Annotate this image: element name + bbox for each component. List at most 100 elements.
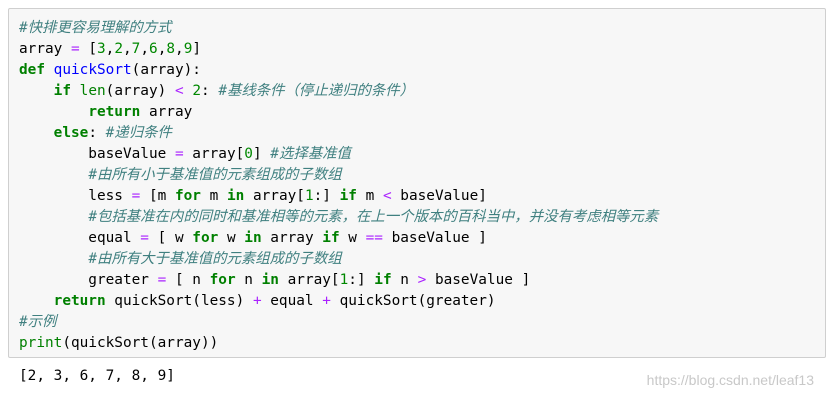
code-token: 0 <box>244 146 253 162</box>
code-line: equal = [ w for w in array if w == baseV… <box>19 228 658 249</box>
code-token: m <box>200 188 227 204</box>
code-token: 3 <box>96 41 106 57</box>
code-token: 7 <box>131 41 141 57</box>
code-token: baseValue ] <box>382 230 487 246</box>
code-token: (quickSort(array)) <box>62 335 219 351</box>
code-line: print(quickSort(array)) <box>19 333 658 354</box>
code-token: def <box>19 62 45 78</box>
code-token: #递归条件 <box>105 125 172 141</box>
code-token: , <box>175 41 184 57</box>
cell-output: [2, 3, 6, 7, 8, 9] <box>19 368 175 384</box>
code-token: #选择基准值 <box>270 146 351 162</box>
code-line: #包括基准在内的同时和基准相等的元素，在上一个版本的百科当中，并没有考虑相等元素 <box>19 207 658 228</box>
code-token: ] <box>252 146 271 162</box>
code-token: #快排更容易理解的方式 <box>19 20 172 36</box>
code-token: = <box>131 188 141 204</box>
code-token: w <box>339 230 366 246</box>
code-token: : <box>200 83 219 99</box>
code-token: , <box>105 41 115 57</box>
code-token: equal <box>19 230 141 246</box>
code-token: + <box>252 293 262 309</box>
code-token: return <box>53 293 106 309</box>
code-line: #由所有大于基准值的元素组成的子数组 <box>19 249 658 270</box>
code-line: greater = [ n for n in array[1:] if n > … <box>19 270 658 291</box>
code-token: array <box>140 104 193 120</box>
code-token <box>19 251 88 267</box>
code-token: if <box>322 230 340 246</box>
code-token: equal <box>261 293 323 309</box>
code-token: print <box>19 335 63 351</box>
code-token: #包括基准在内的同时和基准相等的元素，在上一个版本的百科当中，并没有考虑相等元素 <box>88 209 659 225</box>
code-token <box>45 62 54 78</box>
code-token: [ <box>79 41 97 57</box>
code-token: [ w <box>148 230 193 246</box>
code-token: baseValue] <box>391 188 487 204</box>
code-line: baseValue = array[0] #选择基准值 <box>19 144 658 165</box>
code-token: if <box>53 83 71 99</box>
code-token: < <box>174 83 184 99</box>
code-token: #由所有大于基准值的元素组成的子数组 <box>88 251 342 267</box>
code-token: :] <box>313 188 340 204</box>
code-token: 8 <box>166 41 176 57</box>
code-token: in <box>226 188 245 204</box>
code-token: 1 <box>339 272 349 288</box>
code-token: array[ <box>244 188 305 204</box>
code-token: return <box>88 104 141 120</box>
code-token: , <box>123 41 132 57</box>
code-token: = <box>174 146 184 162</box>
code-token: (array) <box>105 83 175 99</box>
code-token: array[ <box>278 272 340 288</box>
code-token: w <box>218 230 245 246</box>
code-token: = <box>157 272 167 288</box>
code-token: less <box>19 188 132 204</box>
code-token: > <box>417 272 427 288</box>
code-token: 6 <box>149 41 158 57</box>
code-token: if <box>339 188 357 204</box>
code-token: 2 <box>114 41 123 57</box>
code-line: #示例 <box>19 312 658 333</box>
code-line: #由所有小于基准值的元素组成的子数组 <box>19 165 658 186</box>
code-token: n <box>235 272 262 288</box>
code-token: ] <box>192 41 202 57</box>
code-token: 9 <box>183 41 193 57</box>
code-token: : <box>88 125 106 141</box>
code-token: for <box>174 188 201 204</box>
watermark: https://blog.csdn.net/leaf13 <box>646 372 814 388</box>
code-token: [ n <box>166 272 210 288</box>
code-line: return array <box>19 102 658 123</box>
code-token: array <box>19 41 71 57</box>
code-token: for <box>209 272 236 288</box>
code-token <box>19 125 54 141</box>
code-token: if <box>374 272 392 288</box>
code-line: less = [m for m in array[1:] if m < base… <box>19 186 658 207</box>
code-token: [m <box>140 188 175 204</box>
code-token: quickSort(greater) <box>330 293 496 309</box>
code-token <box>19 167 88 183</box>
code-line: return quickSort(less) + equal + quickSo… <box>19 291 658 312</box>
code-token: for <box>192 230 219 246</box>
code-line: else: #递归条件 <box>19 123 658 144</box>
code-token: len <box>79 83 106 99</box>
code-token: baseValue ] <box>426 272 531 288</box>
code-token: baseValue <box>19 146 175 162</box>
code-token <box>19 209 88 225</box>
code-token: #由所有小于基准值的元素组成的子数组 <box>88 167 342 183</box>
code-token: in <box>261 272 279 288</box>
code-token <box>184 83 193 99</box>
code-token: quickSort <box>53 62 132 78</box>
code-token: , <box>140 41 150 57</box>
code-token <box>19 83 54 99</box>
code-token: + <box>322 293 331 309</box>
code-line: #快排更容易理解的方式 <box>19 18 658 39</box>
code-token: array[ <box>183 146 245 162</box>
code-token <box>19 104 88 120</box>
code-token: #示例 <box>19 314 57 330</box>
code-token: m <box>356 188 383 204</box>
code-token: (array): <box>131 62 201 78</box>
code-token: = <box>140 230 149 246</box>
code-token: 2 <box>192 83 201 99</box>
code-token: in <box>244 230 262 246</box>
code-token: = <box>70 41 80 57</box>
